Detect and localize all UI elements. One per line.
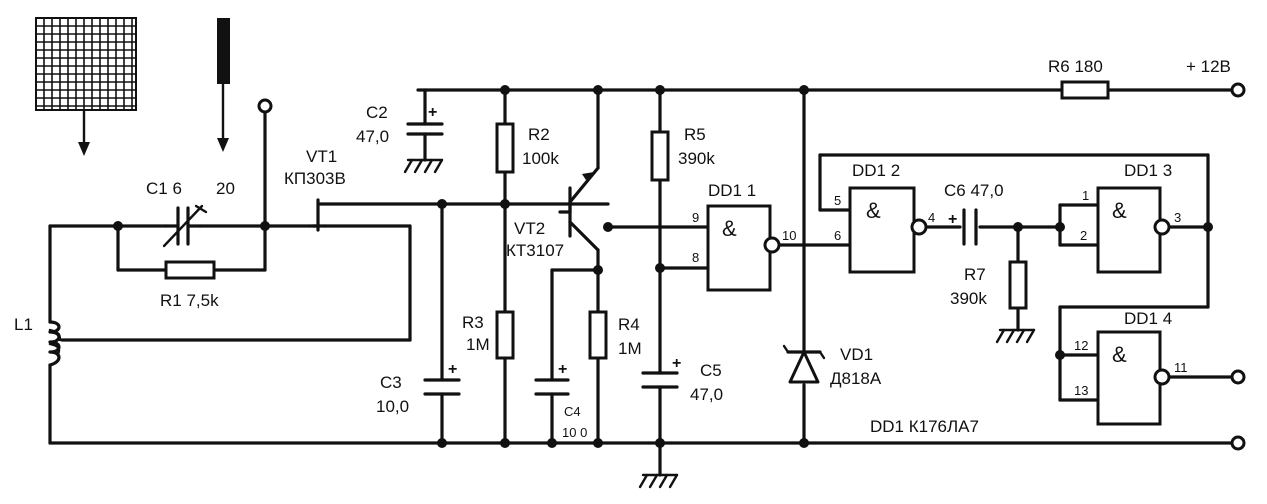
label-c5-name: C5: [700, 361, 722, 380]
resistor-r3: [495, 310, 515, 360]
label-r4-value: 1M: [618, 339, 642, 358]
label-vt2-name: VT2: [514, 219, 545, 238]
output-terminal[interactable]: [1230, 369, 1246, 385]
pin-2: 2: [1080, 228, 1087, 243]
plus-c3: +: [448, 361, 457, 378]
resistor-r2: [495, 122, 515, 174]
resistor-r5: [650, 130, 670, 182]
capacitor-c3: [423, 378, 461, 396]
supply-terminal[interactable]: [1230, 82, 1246, 98]
pin-1: 1: [1082, 188, 1089, 203]
label-r7-value: 390k: [950, 289, 987, 308]
label-c2-name: C2: [366, 103, 388, 122]
label-r4-name: R4: [618, 315, 640, 334]
ground-terminal[interactable]: [1230, 435, 1246, 451]
pin-4: 4: [928, 210, 935, 225]
label-r2-name: R2: [528, 125, 550, 144]
wiring: [48, 88, 1234, 477]
pin-8: 8: [692, 250, 699, 265]
pin-13: 13: [1074, 383, 1088, 398]
label-dd1-4: DD1 4: [1124, 309, 1172, 328]
label-vt2-type: КТ3107: [506, 241, 564, 260]
pin-3: 3: [1174, 210, 1181, 225]
antenna-terminal[interactable]: [257, 98, 273, 114]
label-c5-value: 47,0: [690, 385, 723, 404]
plus-c4: +: [558, 361, 567, 378]
pin-12: 12: [1074, 338, 1088, 353]
label-c4-value: 10 0: [562, 425, 587, 440]
label-c2-value: 47,0: [356, 127, 389, 146]
gate-dd1-2: [848, 186, 928, 274]
label-c1-max: 20: [216, 179, 235, 198]
pin-5: 5: [834, 193, 841, 208]
label-r5-name: R5: [684, 125, 706, 144]
label-r1: R1 7,5k: [160, 291, 219, 310]
junctions: [113, 85, 1213, 448]
label-dd1-3: DD1 3: [1124, 161, 1172, 180]
ground-main: [638, 473, 679, 489]
capacitor-c2: [406, 122, 444, 136]
zener-diode-vd1: [782, 344, 826, 384]
transistor-vt1: [308, 198, 327, 232]
label-ic-type: DD1 К176ЛА7: [870, 417, 979, 436]
label-c4-name: C4: [564, 404, 581, 419]
label-dd1-1: DD1 1: [708, 181, 756, 200]
resistor-r4: [588, 310, 608, 360]
stick-object-drawing: [217, 18, 230, 152]
label-vd1-type: Д818А: [830, 369, 882, 388]
plus-c5: +: [672, 355, 681, 372]
amp-dd1-2: &: [866, 198, 881, 223]
label-r7-name: R7: [964, 265, 986, 284]
label-supply: + 12В: [1186, 57, 1231, 76]
inductor-l1: [48, 320, 62, 367]
pin-6: 6: [834, 228, 841, 243]
label-r3-value: 1M: [466, 335, 490, 354]
plus-c6: +: [948, 211, 957, 228]
label-vd1-name: VD1: [840, 345, 873, 364]
pin-9: 9: [692, 210, 699, 225]
ground-r7: [995, 328, 1036, 344]
ground-c2: [403, 158, 444, 174]
label-l1: L1: [14, 315, 33, 334]
label-r3-name: R3: [462, 313, 484, 332]
label-vt1-type: КП303В: [284, 169, 346, 188]
label-c3-value: 10,0: [376, 397, 409, 416]
label-r6: R6 180: [1048, 57, 1103, 76]
label-vt1-name: VT1: [306, 147, 337, 166]
label-r5-value: 390k: [678, 149, 715, 168]
label-c3-name: C3: [380, 373, 402, 392]
resistor-r7: [1008, 260, 1028, 310]
capacitor-c4: [534, 378, 570, 396]
amp-dd1-4: &: [1112, 342, 1127, 367]
label-r2-value: 100k: [522, 149, 559, 168]
resistor-r6: [1060, 80, 1110, 100]
pin-11: 11: [1174, 360, 1188, 375]
label-c1: C1 6: [146, 179, 182, 198]
amp-dd1-1: &: [722, 216, 737, 241]
grid-panel-drawing: [35, 17, 137, 156]
capacitor-c5: [641, 371, 679, 389]
plus-c2: +: [428, 104, 437, 121]
gate-dd1-1: [706, 204, 781, 292]
terminals: [257, 82, 1246, 451]
label-c6: C6 47,0: [944, 181, 1004, 200]
gate-dd1-3: [1096, 186, 1171, 274]
capacitor-c1: [162, 204, 208, 248]
amp-dd1-3: &: [1112, 198, 1127, 223]
capacitor-c6: [962, 208, 978, 246]
transistor-vt2: [558, 166, 600, 252]
resistor-r1: [164, 260, 216, 280]
label-dd1-2: DD1 2: [852, 161, 900, 180]
gate-dd1-4: [1096, 330, 1171, 426]
pin-10: 10: [782, 228, 796, 243]
